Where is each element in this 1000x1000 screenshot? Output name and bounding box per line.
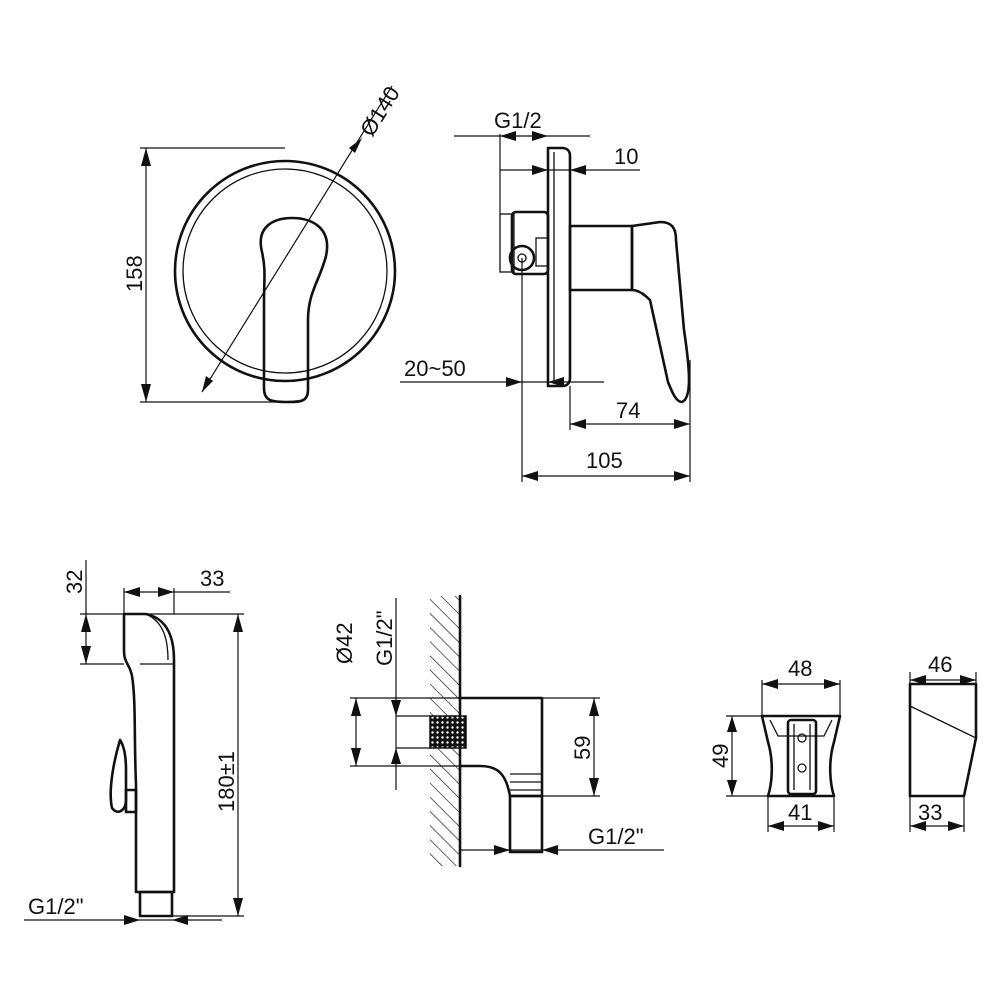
- lever-handle: [259, 216, 329, 404]
- cartridge: [568, 224, 634, 292]
- elbow-thread-in-label: G1/2": [372, 610, 397, 666]
- holder-side-top-label: 46: [928, 652, 952, 677]
- wall-elbow: Ø42 G1/2" 59 G1/2": [332, 594, 664, 868]
- height-label: 158: [122, 255, 147, 292]
- holder-front: 48 49 41: [708, 656, 842, 832]
- elbow-body: [458, 696, 544, 798]
- cover-plate-inner: [182, 168, 388, 374]
- diameter-label: Ø140: [355, 82, 405, 141]
- thread-label: G1/2: [494, 108, 542, 133]
- wall-range-label: 20~50: [404, 356, 466, 381]
- handle-depth-label: 74: [616, 398, 640, 423]
- holder-height-label: 49: [708, 744, 733, 768]
- elbow-height-label: 59: [570, 736, 595, 760]
- sprayer-thread-label: G1/2": [28, 894, 84, 919]
- hand-sprayer: 32 33 180±1 G1/2": [24, 560, 244, 925]
- plate-thickness-label: 10: [614, 144, 638, 169]
- holder-clip: [786, 718, 818, 796]
- valve-body: [510, 210, 550, 276]
- side-view: G1/2 10 20~50 74 105: [400, 108, 691, 482]
- cover-plate-side: [546, 146, 572, 388]
- elbow-thread-out-label: G1/2": [588, 824, 644, 849]
- elbow-diameter-label: Ø42: [332, 622, 357, 664]
- sprayer-top-label: 32: [62, 570, 87, 594]
- holder-top-label: 48: [788, 656, 812, 681]
- holder-side-body: [908, 682, 978, 798]
- sprayer-length-label: 180±1: [214, 751, 239, 812]
- handle-side: [630, 220, 691, 404]
- overall-depth-label: 105: [586, 448, 623, 473]
- cover-plate-outer: [173, 159, 397, 383]
- sprayer-width-label: 33: [200, 566, 224, 591]
- holder-bottom-label: 41: [788, 800, 812, 825]
- sprayer-body: [122, 612, 176, 894]
- front-view: Ø140 158: [122, 82, 405, 404]
- holder-side: 46 33: [908, 652, 978, 832]
- holder-side-bottom-label: 33: [918, 800, 942, 825]
- trigger: [109, 738, 128, 813]
- thread-insert: [429, 715, 467, 749]
